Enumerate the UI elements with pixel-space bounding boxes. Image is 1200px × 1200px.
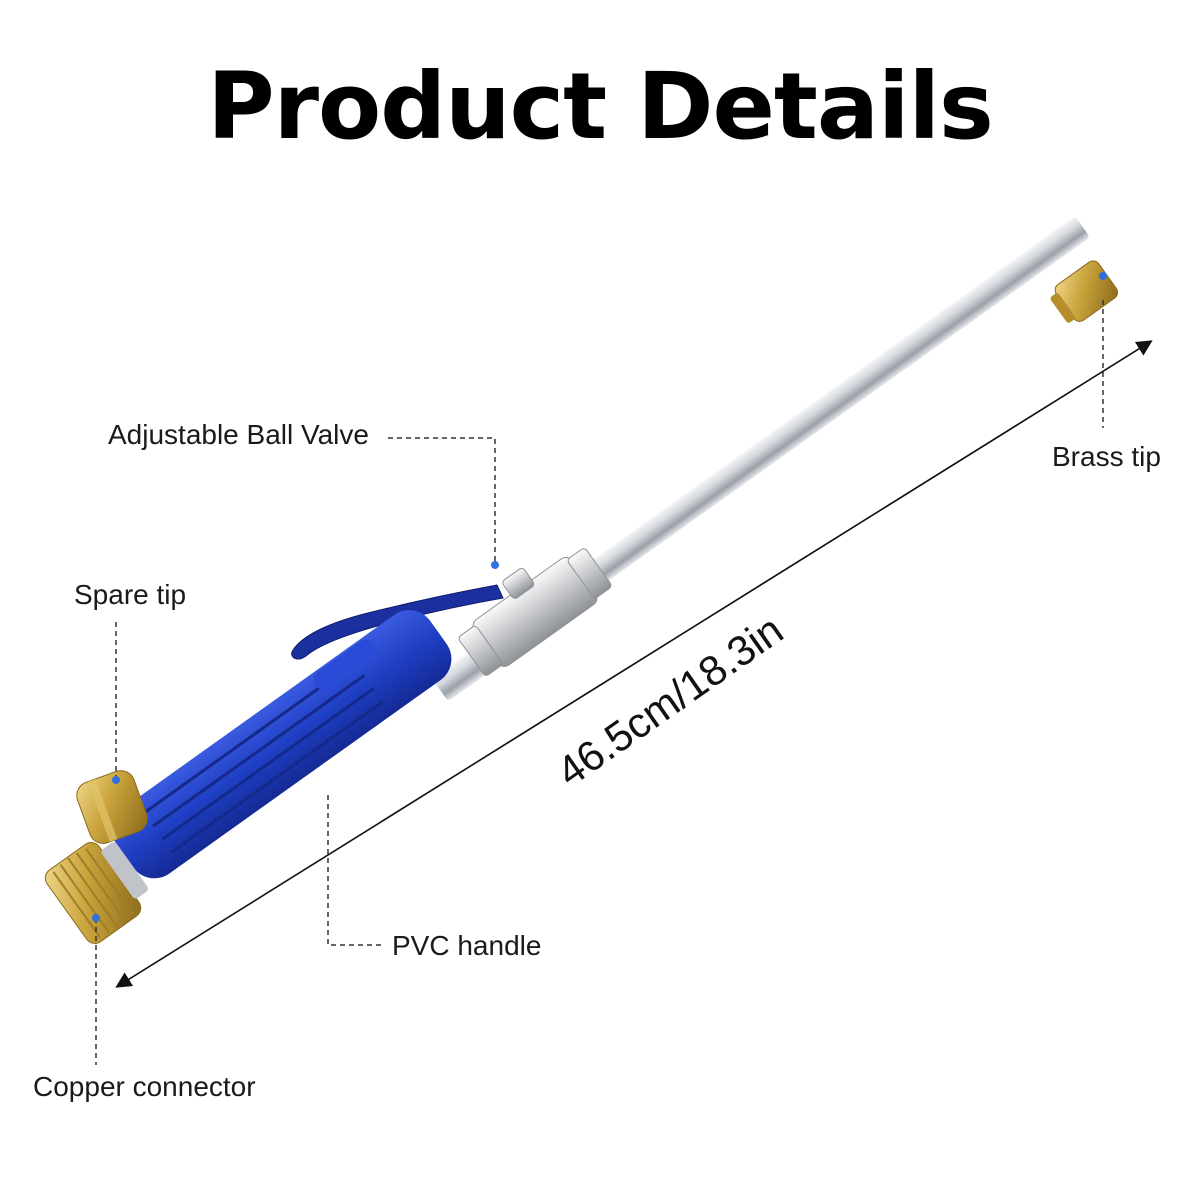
valve-lever <box>291 584 504 660</box>
label-adjustable-ball-valve: Adjustable Ball Valve <box>108 419 369 450</box>
ball-valve <box>458 548 612 676</box>
label-brass-tip: Brass tip <box>1052 441 1161 472</box>
copper-connector <box>44 842 148 944</box>
measurement-arrow <box>115 340 1153 988</box>
leader-lines <box>95 300 1104 1065</box>
label-copper-connector: Copper connector <box>33 1071 256 1102</box>
spare-tip <box>76 770 148 844</box>
label-spare-tip: Spare tip <box>74 579 187 610</box>
pvc-handle <box>112 610 452 879</box>
marker-dots <box>92 272 1107 922</box>
brass-tip <box>1050 260 1119 323</box>
steel-tube <box>584 217 1089 588</box>
label-pvc-handle: PVC handle <box>392 930 542 961</box>
page-title: Product Details <box>207 53 994 160</box>
